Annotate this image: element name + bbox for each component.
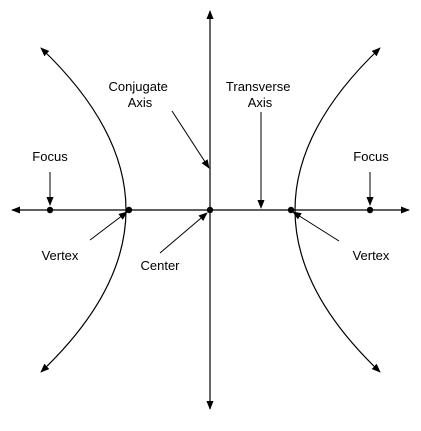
right-branch xyxy=(294,47,381,373)
right-focus-label: Focus xyxy=(353,149,389,164)
conjugate-axis-pointer xyxy=(171,110,210,169)
left-focus-point xyxy=(46,206,54,214)
right-vertex-label: Vertex xyxy=(353,248,390,263)
transverse-axis-label-line1: Transverse xyxy=(226,79,291,94)
conjugate-axis-label: Conjugate Axis xyxy=(109,79,172,110)
center-label: Center xyxy=(140,258,180,273)
center-pointer xyxy=(159,212,208,254)
right-vertex-pointer xyxy=(292,211,340,242)
right-focus-point xyxy=(366,206,374,214)
conjugate-axis-label-line2: Axis xyxy=(128,95,153,110)
transverse-axis-label: Transverse Axis xyxy=(226,79,294,110)
transverse-axis-label-line2: Axis xyxy=(248,95,273,110)
center-point xyxy=(206,206,214,214)
left-focus-label: Focus xyxy=(32,149,68,164)
left-vertex-pointer xyxy=(89,211,128,241)
left-vertex-label: Vertex xyxy=(42,248,79,263)
conjugate-axis-label-line1: Conjugate xyxy=(109,79,168,94)
